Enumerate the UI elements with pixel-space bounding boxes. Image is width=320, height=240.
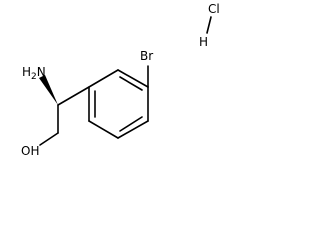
ring-bond-1 [117,69,149,88]
hcl-bond [206,16,212,34]
hydroxyl-label: OH [21,144,39,158]
bromine-label: Br [140,49,153,63]
ring-double-bond-2 [119,116,143,132]
hcl-hydrogen-label: H [199,35,208,49]
ring-double-bond-1 [119,76,143,91]
ring-chiral-bond [57,86,90,106]
benzene-ring [88,69,149,139]
ring-bond-4 [88,120,119,139]
ring-bond-3 [117,120,149,139]
structure-canvas: Br H2N OH Cl H [21,2,220,158]
molecule-diagram: Br H2N OH Cl H [21,2,220,158]
methylene-oxygen-bond [39,132,59,146]
ring-bond-6 [88,69,119,88]
hcl-chlorine-label: Cl [208,2,220,16]
amine-label: H2N [22,65,46,82]
stereo-wedge-bond [39,75,58,105]
